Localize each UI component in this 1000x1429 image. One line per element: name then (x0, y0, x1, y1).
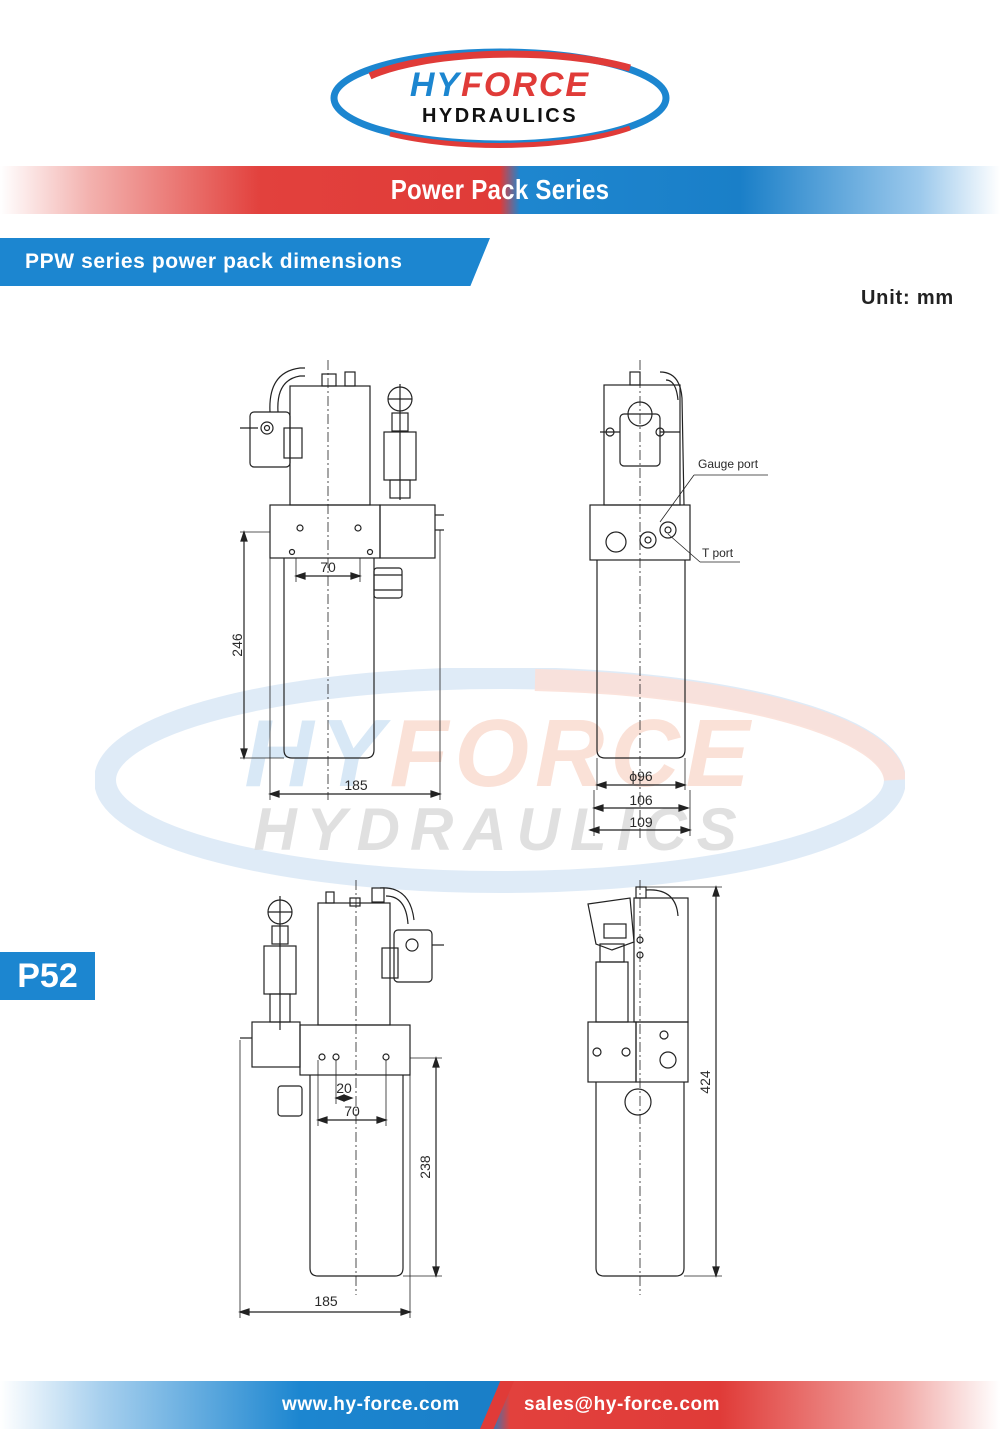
dim-top-front-width: 185 (344, 777, 368, 793)
drawing-top-front (240, 360, 444, 800)
technical-drawings: 246 70 185 Gauge port T port ϕ96 106 109… (229, 360, 768, 1318)
brand-logo: HYFORCE HYDRAULICS (330, 48, 670, 148)
series-title: Power Pack Series (390, 174, 610, 205)
unit-label: Unit: mm (860, 287, 954, 309)
section-title: PPW series power pack dimensions (25, 250, 403, 273)
logo-text-hy: HY (410, 66, 463, 104)
dim-top-side-width-outer: 109 (629, 814, 653, 830)
callout-gauge-port: Gauge port (698, 457, 759, 471)
dim-top-side-width-inner: 106 (629, 792, 653, 808)
dim-bottom-side-height: 424 (697, 1070, 713, 1094)
dim-bottom-front-spacing: 70 (344, 1103, 360, 1119)
series-banner (0, 166, 1000, 214)
drawing-bottom-side (587, 880, 722, 1295)
drawing-bottom-front (238, 880, 444, 1318)
dim-bottom-front-height: 238 (417, 1155, 433, 1179)
page-badge (0, 952, 95, 1000)
page-number: P52 (17, 957, 78, 995)
dim-bottom-front-spacing-small: 20 (336, 1080, 352, 1096)
drawing-top-side (588, 360, 768, 840)
logo-text-force: FORCE (461, 66, 590, 104)
footer-website-link[interactable]: www.hy-force.com (282, 1394, 460, 1415)
section-tab (0, 238, 490, 286)
dim-top-side-diameter: ϕ96 (629, 768, 653, 784)
logo-text-hydraulics: HYDRAULICS (422, 105, 578, 127)
dim-bottom-front-width: 185 (314, 1293, 338, 1309)
dim-top-front-spacing: 70 (320, 559, 336, 575)
footer-email-link[interactable]: sales@hy-force.com (524, 1394, 721, 1415)
callout-t-port: T port (702, 546, 734, 560)
dim-top-front-height: 246 (229, 633, 245, 657)
svg-text:HYFORCE: HYFORCE (410, 66, 590, 104)
